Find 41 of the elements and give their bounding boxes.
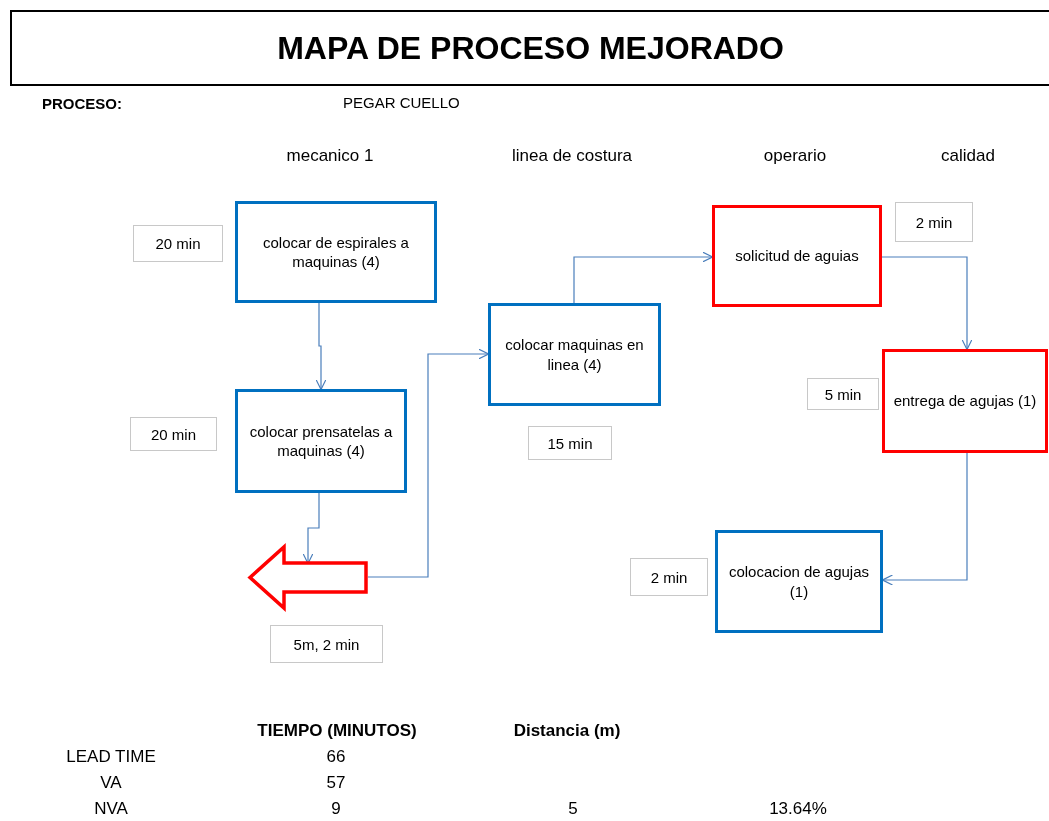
time-box: 5m, 2 min: [270, 625, 383, 663]
time-box: 5 min: [807, 378, 879, 410]
label-text: 5: [568, 799, 578, 819]
label-text: LEAD TIME: [66, 747, 156, 767]
label-text: PROCESO:: [42, 95, 122, 112]
process-text: solicitud de aguias: [735, 246, 859, 266]
title: MAPA DE PROCESO MEJORADO: [277, 29, 784, 67]
process-box: [715, 530, 883, 633]
process-box: [882, 349, 1048, 453]
label-text: 9: [331, 799, 341, 819]
label-text: operario: [763, 146, 827, 166]
arrow: [881, 256, 973, 351]
label-text: 66: [326, 747, 346, 767]
label-text: PEGAR CUELLO: [343, 94, 460, 111]
process-text: colocar prensatelas a maquinas (4): [248, 421, 394, 461]
process-box: [712, 205, 882, 307]
process-box: [488, 303, 661, 406]
time-box: 20 min: [130, 417, 217, 451]
time-box: 20 min: [133, 225, 223, 262]
process-text: colocar de espirales a maquinas (4): [262, 232, 410, 272]
label-text: TIEMPO (MINUTOS): [257, 721, 417, 741]
process-text: colocacion de agujas (1): [727, 562, 871, 601]
label-text: NVA: [94, 799, 128, 819]
label-text: mecanico 1: [286, 146, 374, 166]
process-box: [235, 201, 437, 303]
process-box: [235, 389, 407, 493]
arrow: [573, 251, 714, 304]
label-text: calidad: [941, 146, 995, 166]
label-text: linea de costura: [512, 146, 632, 166]
label-text: Distancia (m): [513, 721, 621, 741]
arrow: [315, 302, 327, 391]
process-text: entrega de agujas (1): [893, 391, 1037, 411]
time-box: 2 min: [630, 558, 708, 596]
arrow: [367, 348, 490, 578]
arrow: [881, 452, 968, 586]
time-box: 2 min: [895, 202, 973, 242]
label-text: 13.64%: [769, 799, 827, 819]
label-text: 57: [326, 773, 346, 793]
process-text: colocar maquinas en linea (4): [504, 335, 645, 374]
time-box: 15 min: [528, 426, 612, 460]
label-text: VA: [100, 773, 122, 793]
